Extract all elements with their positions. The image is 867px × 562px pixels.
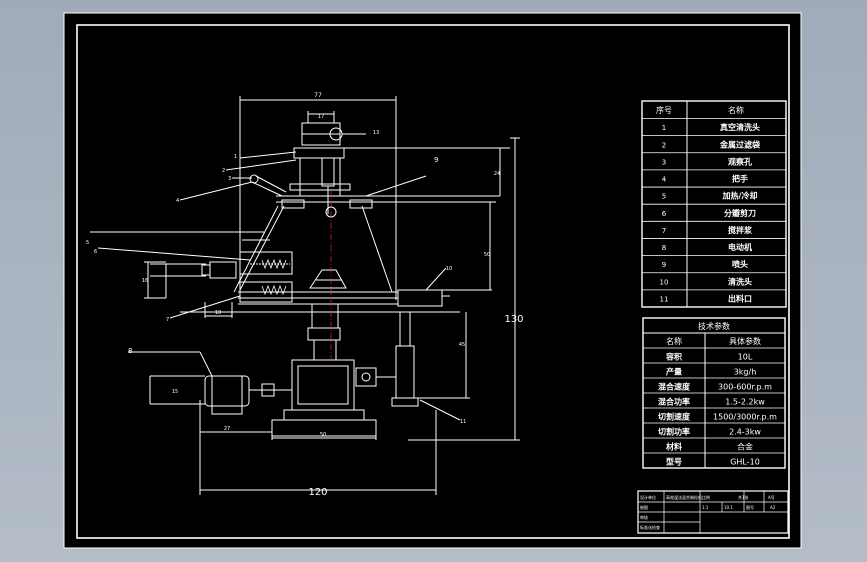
parts-row-name: 把手: [732, 174, 748, 184]
parts-row-no: 8: [662, 244, 666, 252]
dim-motor-h: 15: [172, 389, 178, 395]
parts-row-no: 5: [662, 193, 666, 201]
dim-bottom-overall: 120: [308, 487, 327, 498]
dim-right-a: 24: [494, 171, 500, 177]
spec-row-value: GHL-10: [730, 457, 760, 466]
spec-row-value: 3kg/h: [734, 367, 757, 376]
parts-row-name: 清洗头: [728, 276, 752, 286]
spec-row-value: 10L: [738, 352, 753, 361]
dim-head-r: 13: [373, 130, 379, 136]
parts-row-no: 4: [662, 176, 667, 184]
spec-row-name: 型号: [666, 456, 682, 466]
dim-outlet-w: 10: [215, 310, 221, 316]
drawing-sheet: [64, 13, 801, 548]
spec-header-name: 名称: [666, 336, 682, 346]
parts-row-no: 9: [662, 261, 666, 269]
callout-4: 4: [176, 198, 179, 204]
tb-scale-label: 比例: [702, 494, 710, 500]
callout-5: 5: [86, 240, 89, 246]
tb-version: 10.1: [724, 505, 733, 510]
parts-row-no: 3: [662, 158, 666, 166]
dim-base-left: 27: [224, 426, 230, 432]
callout-6: 6: [94, 249, 97, 255]
parts-row-name: 电动机: [728, 242, 752, 252]
parts-row-no: 1: [662, 124, 666, 132]
spec-row-name: 材料: [666, 441, 682, 451]
spec-row-value: 1.5-2.2kw: [725, 397, 765, 406]
dim-right-overall: 130: [504, 314, 523, 325]
parts-row-name: 喷头: [732, 259, 748, 269]
callout-8: 8: [128, 347, 132, 355]
parts-row-no: 6: [662, 210, 667, 218]
tb-drawn: 制图: [640, 504, 648, 510]
dim-base-mid: 50: [320, 432, 326, 438]
spec-row-name: 产量: [666, 366, 682, 376]
parts-row-name: 分瓣剪刀: [724, 208, 756, 218]
spec-row-value: 合金: [737, 441, 753, 451]
tb-size-label: A号: [768, 494, 775, 500]
spec-row-value: 2.4-3kw: [729, 427, 761, 436]
tb-size: A2: [770, 505, 776, 510]
tb-check: 审核: [640, 514, 648, 520]
callout-7: 7: [166, 317, 169, 323]
spec-table: 技术参数 名称 具体参数 容积 10L 产量 3kg/h 混合速度 300-600r.p.…: [642, 317, 786, 469]
callout-2: 2: [222, 168, 225, 174]
parts-row-name: 出料口: [728, 294, 752, 304]
parts-header-name: 名称: [728, 105, 744, 115]
callout-1: 1: [234, 154, 237, 160]
outer-frame: [63, 12, 802, 549]
parts-row-no: 11: [660, 296, 669, 304]
spec-row-name: 切割速度: [658, 411, 691, 421]
spec-row-name: 切割功率: [658, 426, 690, 436]
spec-row-value: 300-600r.p.m: [718, 382, 772, 391]
tb-unit: 设计单位: [640, 494, 656, 500]
callout-10: 10: [446, 266, 452, 272]
dim-top-inner: 17: [318, 114, 324, 120]
heating-coil: [261, 258, 287, 296]
tb-sheets: 共1张: [738, 494, 749, 500]
machine-assembly: [90, 96, 520, 495]
spec-row-name: 混合功率: [658, 396, 690, 406]
parts-row-no: 2: [662, 141, 666, 149]
tb-standard: 标准化检查: [640, 524, 660, 530]
tb-title: 高效湿法混合制粒机: [666, 494, 702, 500]
parts-row-no: 10: [660, 278, 669, 286]
parts-row-no: 7: [662, 227, 666, 235]
callout-3: 3: [228, 176, 231, 182]
parts-row-name: 加热/冷却: [722, 191, 758, 201]
spec-row-value: 1500/3000r.p.m: [713, 412, 777, 421]
callout-11: 11: [460, 419, 466, 425]
spec-title: 技术参数: [698, 321, 730, 331]
parts-table: 序号 名称 1 真空清洗头 2 金属过滤袋 3 观察孔 4 把手 5 加热/冷却 6 分瓣剪刀 7 搅拌浆…: [641, 100, 787, 308]
dim-outlet-h: 16: [142, 278, 148, 284]
spec-row-name: 容积: [665, 351, 682, 361]
inner-frame: [76, 24, 790, 539]
title-block: [637, 490, 789, 534]
dim-right-c: 45: [459, 342, 465, 348]
spec-row-name: 混合速度: [658, 381, 691, 391]
spec-header-value: 具体参数: [729, 336, 761, 346]
parts-row-name: 搅拌浆: [728, 225, 753, 235]
dim-top: 77: [314, 92, 322, 99]
parts-row-name: 金属过滤袋: [719, 139, 761, 149]
dim-right-b: 50: [484, 252, 490, 258]
callout-9: 9: [434, 156, 438, 164]
tb-dwgno-label: 图号: [746, 504, 754, 510]
parts-header-no: 序号: [656, 105, 672, 115]
tb-scale: 1:1: [702, 505, 709, 510]
parts-row-name: 真空清洗头: [720, 122, 760, 132]
parts-row-name: 观察孔: [728, 156, 752, 166]
